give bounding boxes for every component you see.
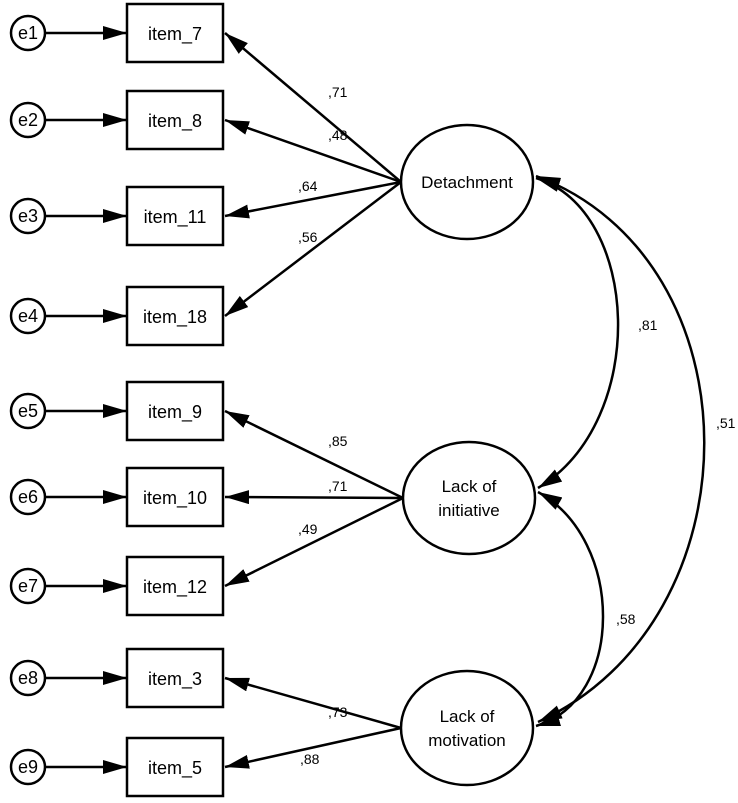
item-box — [125, 555, 225, 617]
loading-arrow — [224, 496, 404, 588]
correlation-value: ,58 — [616, 611, 636, 627]
error-label: e2 — [18, 110, 38, 130]
error-label: e8 — [18, 668, 38, 688]
error-label: e3 — [18, 206, 38, 226]
item-label: item_5 — [148, 758, 202, 779]
loading-arrow — [224, 676, 402, 730]
latent-label: Lack of — [442, 477, 497, 496]
latent-label: Lack of — [440, 707, 495, 726]
item-label: item_10 — [143, 488, 207, 509]
error-node — [9, 567, 47, 605]
item-label: item_9 — [148, 402, 202, 423]
error-node — [9, 748, 47, 786]
loading-value: ,71 — [328, 84, 348, 100]
loading-value: ,88 — [300, 751, 320, 767]
correlation-value: ,81 — [638, 317, 658, 333]
error-node — [9, 14, 47, 52]
latent-factor-motivation — [399, 669, 535, 787]
loading-value: ,64 — [298, 178, 318, 194]
error-label: e7 — [18, 576, 38, 596]
item-box — [125, 285, 225, 347]
error-label: e6 — [18, 487, 38, 507]
error-label: e9 — [18, 757, 38, 777]
error-label: e1 — [18, 23, 38, 43]
loading-value: ,49 — [298, 521, 318, 537]
error-node — [9, 659, 47, 697]
loading-arrow — [224, 32, 402, 183]
item-box — [125, 736, 225, 798]
error-label: e5 — [18, 401, 38, 421]
item-label: item_3 — [148, 669, 202, 690]
item-box — [125, 380, 225, 442]
item-box — [125, 89, 225, 151]
item-box — [125, 647, 225, 709]
loading-arrow — [224, 490, 404, 505]
loading-arrow — [224, 181, 402, 317]
latent-label: motivation — [428, 731, 505, 750]
item-box — [125, 2, 225, 64]
item-label: item_7 — [148, 24, 202, 45]
error-node — [9, 197, 47, 235]
error-label: e4 — [18, 306, 38, 326]
latent-label: initiative — [438, 501, 499, 520]
loading-arrow — [224, 180, 402, 219]
loading-arrow — [224, 118, 402, 184]
item-label: item_12 — [143, 577, 207, 598]
item-label: item_8 — [148, 111, 202, 132]
error-node — [9, 101, 47, 139]
loading-value: ,85 — [328, 433, 348, 449]
loading-value: ,56 — [298, 229, 318, 245]
error-node — [9, 297, 47, 335]
correlation-curve — [535, 490, 605, 728]
correlation-value: ,51 — [716, 415, 736, 431]
correlation-curve — [535, 176, 620, 490]
item-label: item_18 — [143, 307, 207, 328]
item-box — [125, 466, 225, 528]
loading-arrow — [224, 726, 402, 769]
error-node — [9, 392, 47, 430]
correlation-curve — [535, 174, 706, 724]
latent-factor-detachment — [399, 123, 535, 241]
loading-value: ,71 — [328, 478, 348, 494]
loading-arrow — [224, 409, 404, 500]
item-label: item_11 — [144, 207, 207, 228]
loading-value: ,73 — [328, 704, 348, 720]
latent-label: Detachment — [421, 173, 513, 192]
item-box — [125, 185, 225, 247]
loading-value: ,48 — [328, 127, 348, 143]
latent-factor-initiative — [401, 440, 537, 556]
error-node — [9, 478, 47, 516]
